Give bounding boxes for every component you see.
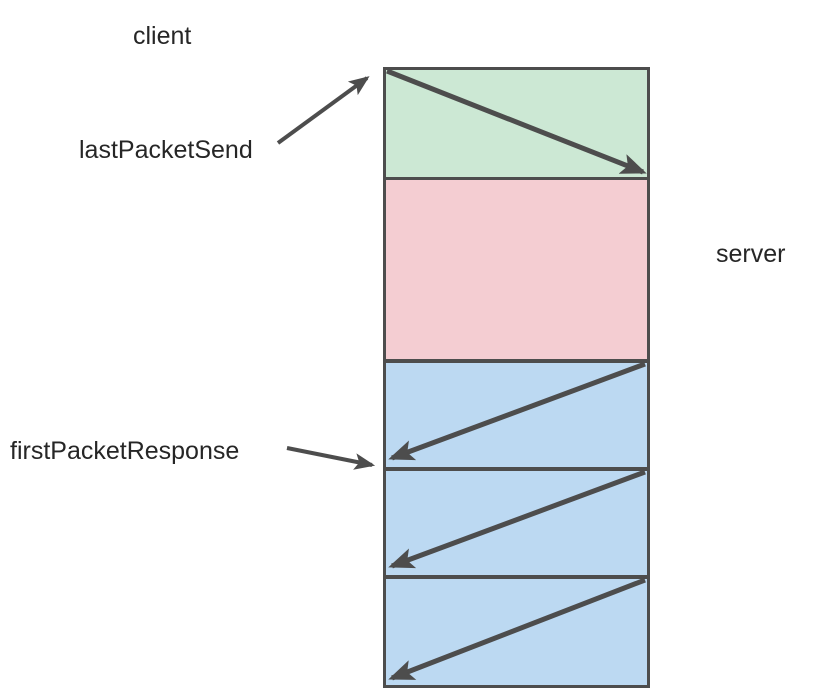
- band-last-packet-send: [383, 67, 650, 180]
- band-response-2: [383, 468, 650, 578]
- first-packet-response-label: firstPacketResponse: [10, 437, 240, 465]
- band-response-1: [383, 360, 650, 470]
- callout-arrow-first-packet-response: [286, 446, 376, 470]
- client-label: client: [133, 22, 192, 50]
- packet-timeline-stack: [383, 67, 650, 688]
- band-response-3: [383, 576, 650, 688]
- band-server-processing: [383, 177, 650, 362]
- callout-arrow-last-packet-send: [276, 76, 370, 145]
- server-label: server: [716, 240, 786, 268]
- last-packet-send-label: lastPacketSend: [79, 136, 253, 164]
